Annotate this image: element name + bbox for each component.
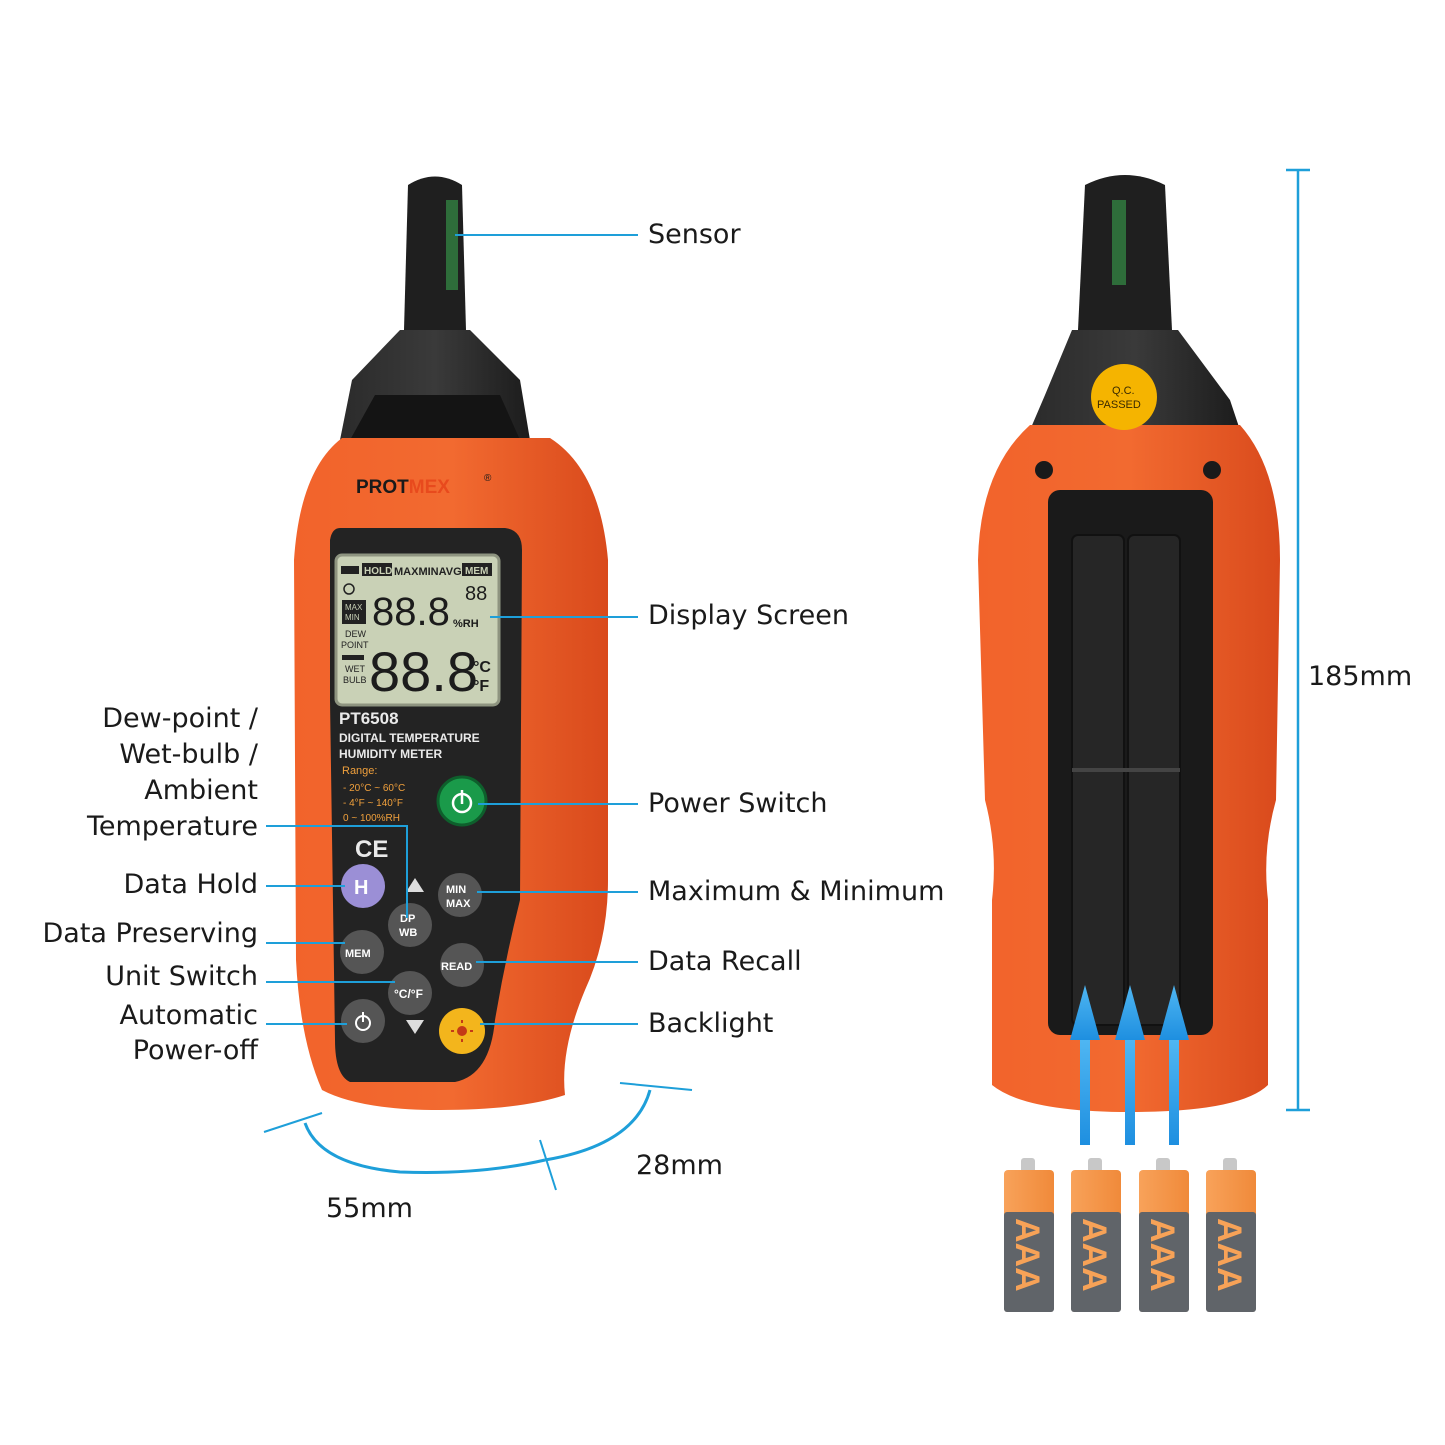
hold-button[interactable]: H [341,864,385,908]
dimension-height: 185mm [1308,661,1413,692]
svg-text:°F: °F [473,678,489,695]
svg-text:READ: READ [441,961,472,973]
callout-max-min: Maximum & Minimum [648,876,945,907]
callout-backlight: Backlight [648,1008,774,1039]
battery: AAA [1206,1158,1256,1312]
callout-lines [266,234,638,1025]
svg-text:MEM: MEM [345,948,371,960]
battery: AAA [1139,1158,1189,1312]
svg-text:AAA: AAA [1143,1218,1181,1292]
sensor-window [446,200,458,290]
svg-text:°C: °C [473,659,491,676]
brand-logo: PROTMEX [356,477,450,498]
front-device: PROTMEX ® HOLD MAXMINAVG MEM MAX MIN 88.… [294,176,608,1110]
dimension-depth: 28mm [636,1150,723,1181]
callout-dewpoint-4: Temperature [86,811,258,842]
svg-text:MAX: MAX [345,603,363,612]
svg-text:MIN: MIN [345,613,360,622]
height-dimension-line [1286,168,1310,1112]
svg-text:AAA: AAA [1210,1218,1248,1292]
svg-text:Range:: Range: [342,765,377,777]
svg-text:WB: WB [399,927,417,939]
svg-text:DP: DP [400,913,415,925]
svg-text:DIGITAL TEMPERATURE: DIGITAL TEMPERATURE [339,731,480,745]
svg-text:- 20°C ~ 60°C: - 20°C ~ 60°C [343,783,405,794]
mem-button[interactable]: MEM [340,930,384,974]
svg-text:- 4°F ~ 140°F: - 4°F ~ 140°F [343,798,403,809]
callout-dewpoint-3: Ambient [144,775,258,806]
callout-dewpoint-2: Wet-bulb / [119,739,258,770]
svg-text:MAX: MAX [446,898,471,910]
min-max-button[interactable]: MIN MAX [438,873,482,917]
read-button[interactable]: READ [440,943,484,987]
dp-wb-button[interactable]: DP WB [388,903,432,947]
aaa-batteries: AAA AAA AAA AAA [1004,1158,1256,1312]
svg-text:MAXMINAVG: MAXMINAVG [394,566,462,578]
callout-unit-switch: Unit Switch [105,961,258,992]
callout-auto-off-2: Power-off [132,1035,258,1066]
callout-data-recall: Data Recall [648,946,802,977]
callout-data-preserving: Data Preserving [42,918,259,949]
callout-auto-off-1: Automatic [119,1000,258,1031]
svg-text:88.8: 88.8 [372,590,450,634]
svg-text:MEM: MEM [465,566,488,577]
svg-text:H: H [354,877,368,899]
svg-text:BULB: BULB [343,675,367,685]
ce-mark: CE [355,836,388,863]
battery: AAA [1071,1158,1121,1312]
svg-text:Q.C.: Q.C. [1112,385,1135,397]
svg-text:°C/°F: °C/°F [394,987,423,1001]
callout-data-hold: Data Hold [123,869,258,900]
up-arrow-icon [406,878,424,892]
power-button[interactable] [436,775,488,827]
svg-text:WET: WET [345,664,365,674]
lcd-screen [334,553,501,707]
callout-display-screen: Display Screen [648,600,849,631]
svg-text:HOLD: HOLD [364,566,392,577]
dimension-width: 55mm [326,1193,413,1224]
svg-text:AAA: AAA [1008,1218,1046,1292]
svg-text:MIN: MIN [446,884,466,896]
back-device: Q.C. PASSED [978,175,1280,1112]
svg-text:0 ~ 100%RH: 0 ~ 100%RH [343,813,400,824]
model-number: PT6508 [339,709,399,728]
svg-text:POINT: POINT [341,640,369,650]
svg-text:AAA: AAA [1075,1218,1113,1292]
insert-arrows [1070,985,1189,1145]
dimension-arcs [263,1082,693,1191]
down-arrow-icon [406,1020,424,1034]
sun-icon [457,1026,467,1036]
svg-text:88: 88 [465,583,487,605]
unit-switch-button[interactable]: °C/°F [388,971,432,1015]
callout-sensor: Sensor [648,219,741,250]
svg-text:PASSED: PASSED [1097,399,1141,411]
svg-text:DEW: DEW [345,629,367,639]
callout-power-switch: Power Switch [648,788,828,819]
battery: AAA [1004,1158,1054,1312]
svg-text:®: ® [484,473,492,484]
svg-text:HUMIDITY METER: HUMIDITY METER [339,747,442,761]
auto-off-button[interactable] [341,999,385,1043]
qc-sticker: Q.C. PASSED [1091,364,1157,430]
backlight-button[interactable] [439,1008,485,1054]
callout-dewpoint-1: Dew-point / [102,703,258,734]
svg-text:%RH: %RH [453,618,479,630]
svg-text:88.8: 88.8 [369,640,478,703]
